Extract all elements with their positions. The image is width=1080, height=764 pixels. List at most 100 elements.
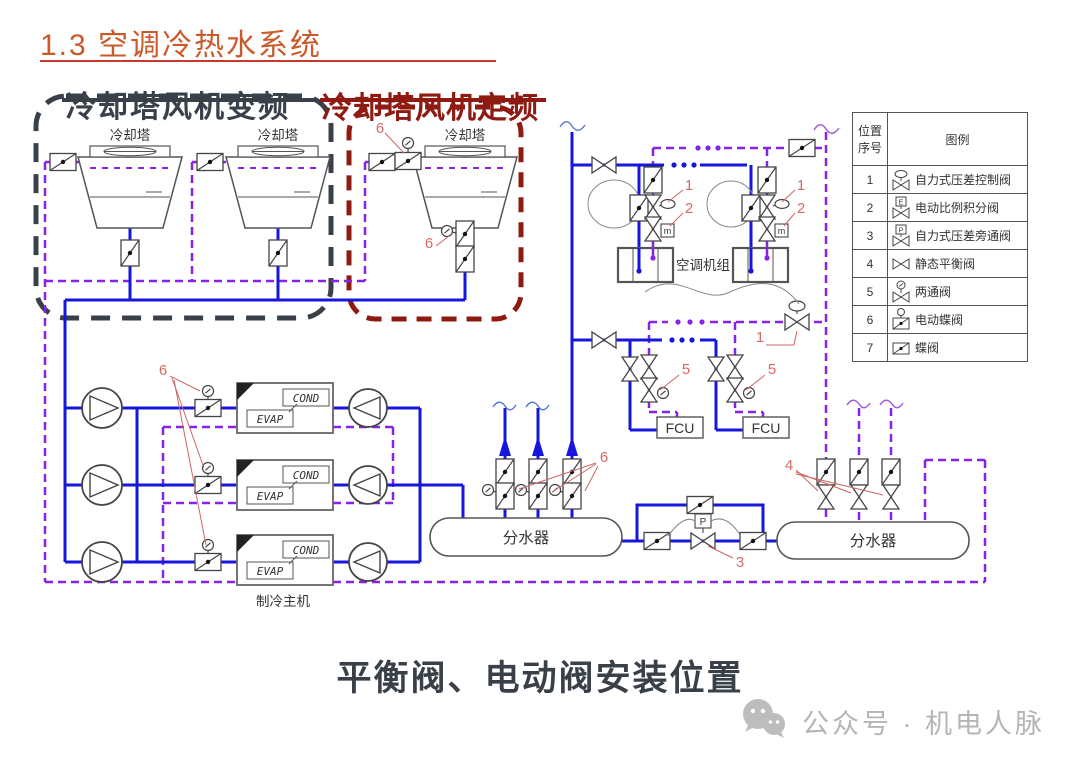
cooling-tower-1: 冷却塔 xyxy=(77,128,183,229)
cooling-tower-2: 冷却塔 xyxy=(225,128,331,229)
right-riser-valves xyxy=(816,458,901,510)
butterfly-valve-icon xyxy=(49,152,77,172)
legend-row: 5 两通阀 xyxy=(852,277,1028,306)
legend-row: 1 自力式压差控制阀 xyxy=(852,165,1028,194)
butterfly-valve-icon xyxy=(268,239,288,267)
two-way-valve-icon xyxy=(726,377,744,403)
callout-2: 2 xyxy=(685,200,693,217)
svg-text:m: m xyxy=(664,226,672,236)
static-balance-valve-icon xyxy=(890,252,912,276)
electric-butterfly-valve-icon xyxy=(455,220,475,248)
chillers: COND EVAP COND EVAP COND EVAP 制冷主机 xyxy=(236,382,334,609)
right-distributor xyxy=(776,521,970,560)
two-way-valve-icon xyxy=(640,377,658,403)
butterfly-valve-icon xyxy=(120,239,140,267)
legend-header-position: 位置序号 xyxy=(852,112,888,166)
distributor-label: 分水器 xyxy=(850,532,897,550)
title-underline xyxy=(40,60,496,62)
callout-5: 5 xyxy=(768,361,776,378)
fcu-label: FCU xyxy=(666,420,695,436)
callout-6: 6 xyxy=(376,120,384,137)
callouts: 6 6 6 1 2 1 2 1 5 5 6 4 3 xyxy=(159,120,884,571)
fcu-branches: FCU FCU xyxy=(591,283,810,439)
pump-icon xyxy=(81,387,123,429)
wechat-icon xyxy=(738,696,790,747)
dp-control-valve-icon xyxy=(784,313,810,331)
variable-frequency-enclosure xyxy=(33,93,334,321)
evap-label: EVAP xyxy=(257,565,284,578)
svg-text:P: P xyxy=(700,517,707,528)
chiller-2: COND EVAP xyxy=(236,459,334,511)
bypass-valves: P xyxy=(643,495,767,551)
variable-label-strikethrough xyxy=(62,98,314,102)
electric-pi-valve-icon xyxy=(644,216,662,242)
ahu-branches: m m 空调机组 xyxy=(587,138,816,284)
evap-label: EVAP xyxy=(257,490,284,503)
left-distributor xyxy=(429,517,623,557)
static-balance-valve-icon xyxy=(882,484,900,510)
chiller-3: COND EVAP xyxy=(236,534,334,586)
fixed-label-strikethrough xyxy=(320,98,546,102)
cooling-tower-label: 冷却塔 xyxy=(445,128,486,143)
cond-label: COND xyxy=(293,392,320,405)
purple-pipes xyxy=(43,132,987,584)
pump-icon xyxy=(81,464,123,506)
svg-text:P: P xyxy=(899,227,904,234)
pump-icon xyxy=(348,388,388,428)
continuation-dots xyxy=(669,145,721,343)
evap-label: EVAP xyxy=(257,413,284,426)
callout-1: 1 xyxy=(797,177,805,194)
chiller-1: COND EVAP xyxy=(236,382,334,434)
distributor-label: 分水器 xyxy=(503,529,550,547)
legend-row: 4 静态平衡阀 xyxy=(852,249,1028,278)
legend-row: 6 电动蝶阀 xyxy=(852,305,1028,334)
left-riser-valves xyxy=(481,458,582,510)
ahu-label: 空调机组 xyxy=(676,258,730,273)
electric-butterfly-valve-icon xyxy=(394,151,422,171)
butterfly-valve-icon xyxy=(890,336,912,360)
electric-butterfly-valve-icon xyxy=(890,307,912,332)
tower-valves xyxy=(49,136,475,273)
callout-1: 1 xyxy=(756,329,764,346)
dp-bypass-valve-icon xyxy=(690,532,716,550)
svg-text:E: E xyxy=(899,199,904,206)
callout-5: 5 xyxy=(682,361,690,378)
pump-icon xyxy=(81,541,123,583)
dp-bypass-valve-icon: P xyxy=(890,224,912,248)
callout-3: 3 xyxy=(736,554,744,571)
butterfly-valve-icon xyxy=(196,152,224,172)
callout-6: 6 xyxy=(425,235,433,252)
fixed-frequency-enclosure xyxy=(346,104,524,322)
chiller-group-label: 制冷主机 xyxy=(256,594,310,609)
chiller-inlet-valves xyxy=(194,384,222,572)
cooling-tower-label: 冷却塔 xyxy=(110,128,151,143)
fixed-frequency-label: 冷却塔风机定频 xyxy=(322,92,539,125)
callout-6: 6 xyxy=(159,362,167,379)
callout-1: 1 xyxy=(685,177,693,194)
legend-row: 2 E 电动比例积分阀 xyxy=(852,193,1028,222)
svg-text:m: m xyxy=(778,226,786,236)
pump-icon xyxy=(348,465,388,505)
watermark: 公众号 · 机电人脉 xyxy=(738,696,1045,747)
electric-pi-valve-icon: E xyxy=(890,196,912,220)
butterfly-valve-icon xyxy=(455,245,475,273)
cooling-tower-3: 冷却塔 xyxy=(412,128,518,229)
caption: 平衡阀、电动阀安装位置 xyxy=(336,659,744,698)
watermark-text: 公众号 · 机电人脉 xyxy=(802,709,1045,739)
pump-icon xyxy=(348,542,388,582)
water-distributors: 分水器 分水器 xyxy=(429,517,970,560)
legend-row: 3 P 自力式压差旁通阀 xyxy=(852,221,1028,250)
cond-label: COND xyxy=(293,469,320,482)
cond-label: COND xyxy=(293,544,320,557)
electric-pi-valve-icon xyxy=(758,216,776,242)
variable-frequency-label: 冷却塔风机变频 xyxy=(66,91,290,124)
flow-arrows xyxy=(499,436,578,456)
pipe-break-symbols xyxy=(492,121,904,411)
legend-table: 位置序号 图例 1 自力式压差控制阀 2 E 电动比例积分阀 3 P 自力式压差… xyxy=(852,112,1028,362)
cooling-tower-label: 冷却塔 xyxy=(258,128,299,143)
page-title: 1.3 空调冷热水系统 xyxy=(40,29,323,62)
fcu-label: FCU xyxy=(752,420,781,436)
static-balance-valve-icon xyxy=(850,484,868,510)
callout-4: 4 xyxy=(785,457,793,474)
